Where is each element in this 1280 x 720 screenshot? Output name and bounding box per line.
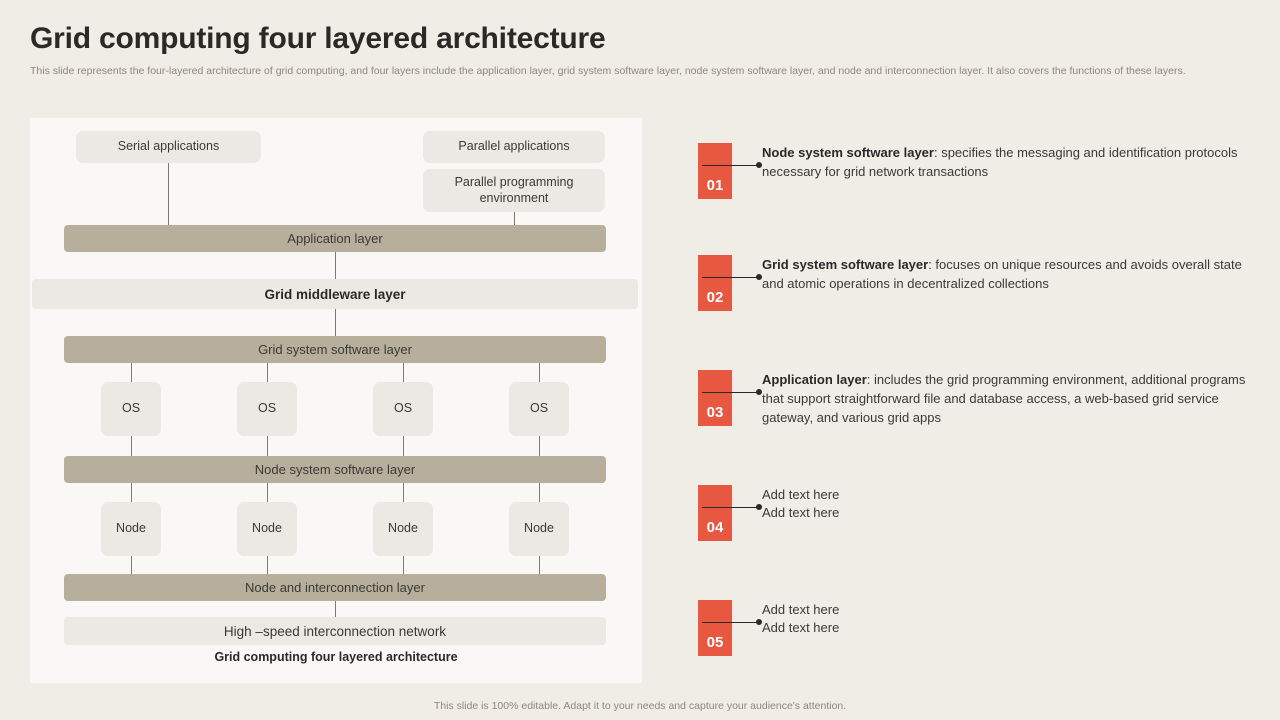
page-subtitle: This slide represents the four-layered a… bbox=[30, 65, 1186, 77]
list-item[interactable]: 03 Application layer: includes the grid … bbox=[698, 359, 1258, 469]
diagram-box-label: OS bbox=[529, 401, 549, 416]
connector-dot-icon bbox=[756, 619, 762, 625]
diagram-box-node: Node bbox=[237, 502, 297, 556]
connector-line bbox=[131, 436, 132, 456]
list-item-line: Add text here bbox=[762, 620, 840, 636]
diagram-bar-high-speed-interconnection-network: High –speed interconnection network bbox=[64, 617, 606, 645]
diagram-bar-label: Node and interconnection layer bbox=[245, 580, 425, 595]
diagram-bar-label: Node system software layer bbox=[254, 462, 416, 477]
connector-dot-icon bbox=[756, 274, 762, 280]
connector-line bbox=[702, 165, 759, 166]
diagram-box-label: Serial applications bbox=[117, 139, 220, 154]
diagram-caption: Grid computing four layered architecture bbox=[214, 650, 458, 664]
page-title: Grid computing four layered architecture bbox=[30, 22, 606, 55]
connector-line bbox=[403, 436, 404, 456]
diagram-box-label: OS bbox=[257, 401, 277, 416]
connector-line bbox=[403, 363, 404, 382]
diagram-box-label: Node bbox=[524, 521, 554, 536]
diagram-box-os: OS bbox=[373, 382, 433, 436]
connector-line bbox=[131, 483, 132, 502]
diagram-box-parallel-applications: Parallel applications bbox=[423, 131, 605, 163]
connector-line bbox=[131, 556, 132, 574]
diagram-box-label: Node bbox=[252, 521, 282, 536]
connector-line bbox=[267, 436, 268, 456]
diagram-box-os: OS bbox=[509, 382, 569, 436]
list-item-text: Grid system software layer: focuses on u… bbox=[762, 256, 1252, 294]
connector-line bbox=[539, 556, 540, 574]
connector-line bbox=[539, 436, 540, 456]
diagram-bar-node-system-software-layer: Node system software layer bbox=[64, 456, 606, 483]
list-item-body: : includes the grid programming environm… bbox=[762, 372, 1246, 425]
list-item[interactable]: 01 Node system software layer: specifies… bbox=[698, 132, 1258, 242]
diagram-bar-grid-middleware-layer: Grid middleware layer bbox=[32, 279, 638, 309]
connector-line bbox=[335, 601, 336, 617]
diagram-box-node: Node bbox=[509, 502, 569, 556]
status-badge: 01 bbox=[698, 143, 732, 199]
connector-line bbox=[403, 483, 404, 502]
connector-line bbox=[514, 212, 515, 225]
diagram-box-label: OS bbox=[121, 401, 141, 416]
list-item-line: Add text here bbox=[762, 487, 840, 502]
list-item-text: Node system software layer: specifies th… bbox=[762, 144, 1252, 182]
diagram-box-node: Node bbox=[373, 502, 433, 556]
connector-dot-icon bbox=[756, 162, 762, 168]
list-item-body: : focuses on unique resources and avoids… bbox=[762, 257, 1242, 291]
connector-line bbox=[267, 483, 268, 502]
connector-line bbox=[702, 622, 759, 623]
list-item-text: Add text here Add text here bbox=[762, 601, 1252, 637]
connector-line bbox=[267, 556, 268, 574]
connector-line bbox=[168, 163, 169, 225]
list-item-lead: Grid system software layer bbox=[762, 257, 929, 272]
status-badge: 04 bbox=[698, 485, 732, 541]
list-item-body: : specifies the messaging and identifica… bbox=[762, 145, 1238, 179]
diagram-bar-node-and-interconnection-layer: Node and interconnection layer bbox=[64, 574, 606, 601]
diagram-bar-label: High –speed interconnection network bbox=[223, 623, 447, 639]
diagram-bar-application-layer: Application layer bbox=[64, 225, 606, 252]
list-item-text: Add text here Add text here bbox=[762, 486, 1252, 522]
list-item-line: Add text here bbox=[762, 505, 840, 521]
diagram-bar-label: Application layer bbox=[287, 231, 383, 246]
list-item[interactable]: 02 Grid system software layer: focuses o… bbox=[698, 244, 1258, 354]
list-item-lead: Node system software layer bbox=[762, 145, 934, 160]
status-badge: 05 bbox=[698, 600, 732, 656]
connector-line bbox=[131, 363, 132, 382]
diagram-box-os: OS bbox=[101, 382, 161, 436]
list-item-text: Application layer: includes the grid pro… bbox=[762, 371, 1252, 428]
diagram-box-label: Node bbox=[388, 521, 418, 536]
connector-line bbox=[702, 277, 759, 278]
status-badge: 03 bbox=[698, 370, 732, 426]
footer-note: This slide is 100% editable. Adapt it to… bbox=[433, 700, 847, 712]
connector-dot-icon bbox=[756, 504, 762, 510]
connector-line bbox=[403, 556, 404, 574]
list-item[interactable]: 05 Add text here Add text here bbox=[698, 589, 1258, 699]
connector-dot-icon bbox=[756, 389, 762, 395]
diagram-box-label: Node bbox=[116, 521, 146, 536]
list-item-lead: Application layer bbox=[762, 372, 867, 387]
connector-line bbox=[539, 363, 540, 382]
connector-line bbox=[702, 392, 759, 393]
architecture-diagram-panel: Serial applications Parallel application… bbox=[30, 118, 642, 683]
status-badge: 02 bbox=[698, 255, 732, 311]
list-item[interactable]: 04 Add text here Add text here bbox=[698, 474, 1258, 584]
diagram-box-label: Parallel applications bbox=[458, 139, 570, 154]
diagram-bar-grid-system-software-layer: Grid system software layer bbox=[64, 336, 606, 363]
diagram-box-serial-applications: Serial applications bbox=[76, 131, 261, 163]
diagram-box-os: OS bbox=[237, 382, 297, 436]
diagram-box-label: Parallel programming environment bbox=[454, 174, 574, 205]
connector-line bbox=[335, 252, 336, 279]
connector-line bbox=[702, 507, 759, 508]
connector-line bbox=[539, 483, 540, 502]
diagram-bar-label: Grid system software layer bbox=[258, 342, 412, 357]
connector-line bbox=[267, 363, 268, 382]
diagram-box-parallel-programming-environment: Parallel programming environment bbox=[423, 169, 605, 212]
diagram-box-node: Node bbox=[101, 502, 161, 556]
diagram-bar-label: Grid middleware layer bbox=[264, 286, 406, 302]
diagram-box-label: OS bbox=[393, 401, 413, 416]
connector-line bbox=[335, 309, 336, 336]
list-item-line: Add text here bbox=[762, 602, 840, 617]
